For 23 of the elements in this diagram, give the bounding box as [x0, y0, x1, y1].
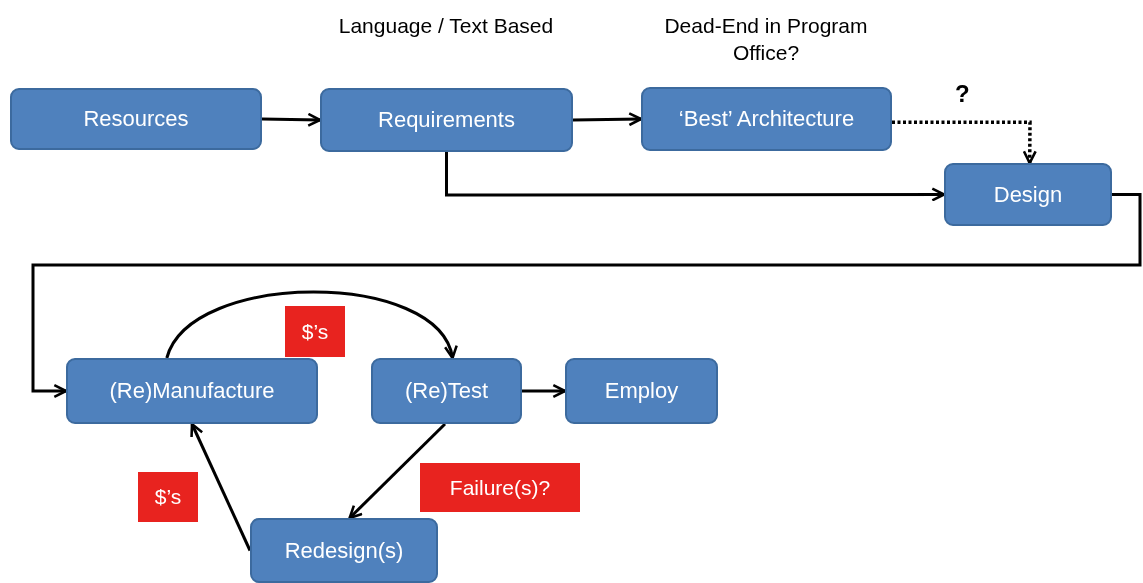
process-box: Employ: [565, 358, 718, 424]
arrow: [572, 112, 643, 127]
arrow: [522, 383, 567, 399]
arrow: [31, 193, 1142, 399]
edge-label: ?: [955, 80, 970, 108]
edge-label-tag: $’s: [285, 306, 345, 357]
arrow: [348, 422, 447, 520]
arrow: [892, 120, 1037, 165]
process-box: Resources: [10, 88, 262, 150]
arrow: [165, 290, 456, 360]
process-box: Requirements: [320, 88, 573, 152]
arrow: [190, 422, 252, 552]
process-box: (Re)Test: [371, 358, 522, 424]
process-box: ‘Best’ Architecture: [641, 87, 892, 151]
annotation-text: Language / Text Based: [337, 13, 555, 39]
process-box: Redesign(s): [250, 518, 438, 583]
arrow: [445, 152, 946, 202]
process-box: (Re)Manufacture: [66, 358, 318, 424]
arrow: [261, 112, 322, 127]
process-box: Design: [944, 163, 1112, 226]
edge-label-tag: Failure(s)?: [420, 463, 580, 512]
annotation-text: Dead-End in Program Office?: [663, 13, 869, 67]
edge-label-tag: $’s: [138, 472, 198, 522]
